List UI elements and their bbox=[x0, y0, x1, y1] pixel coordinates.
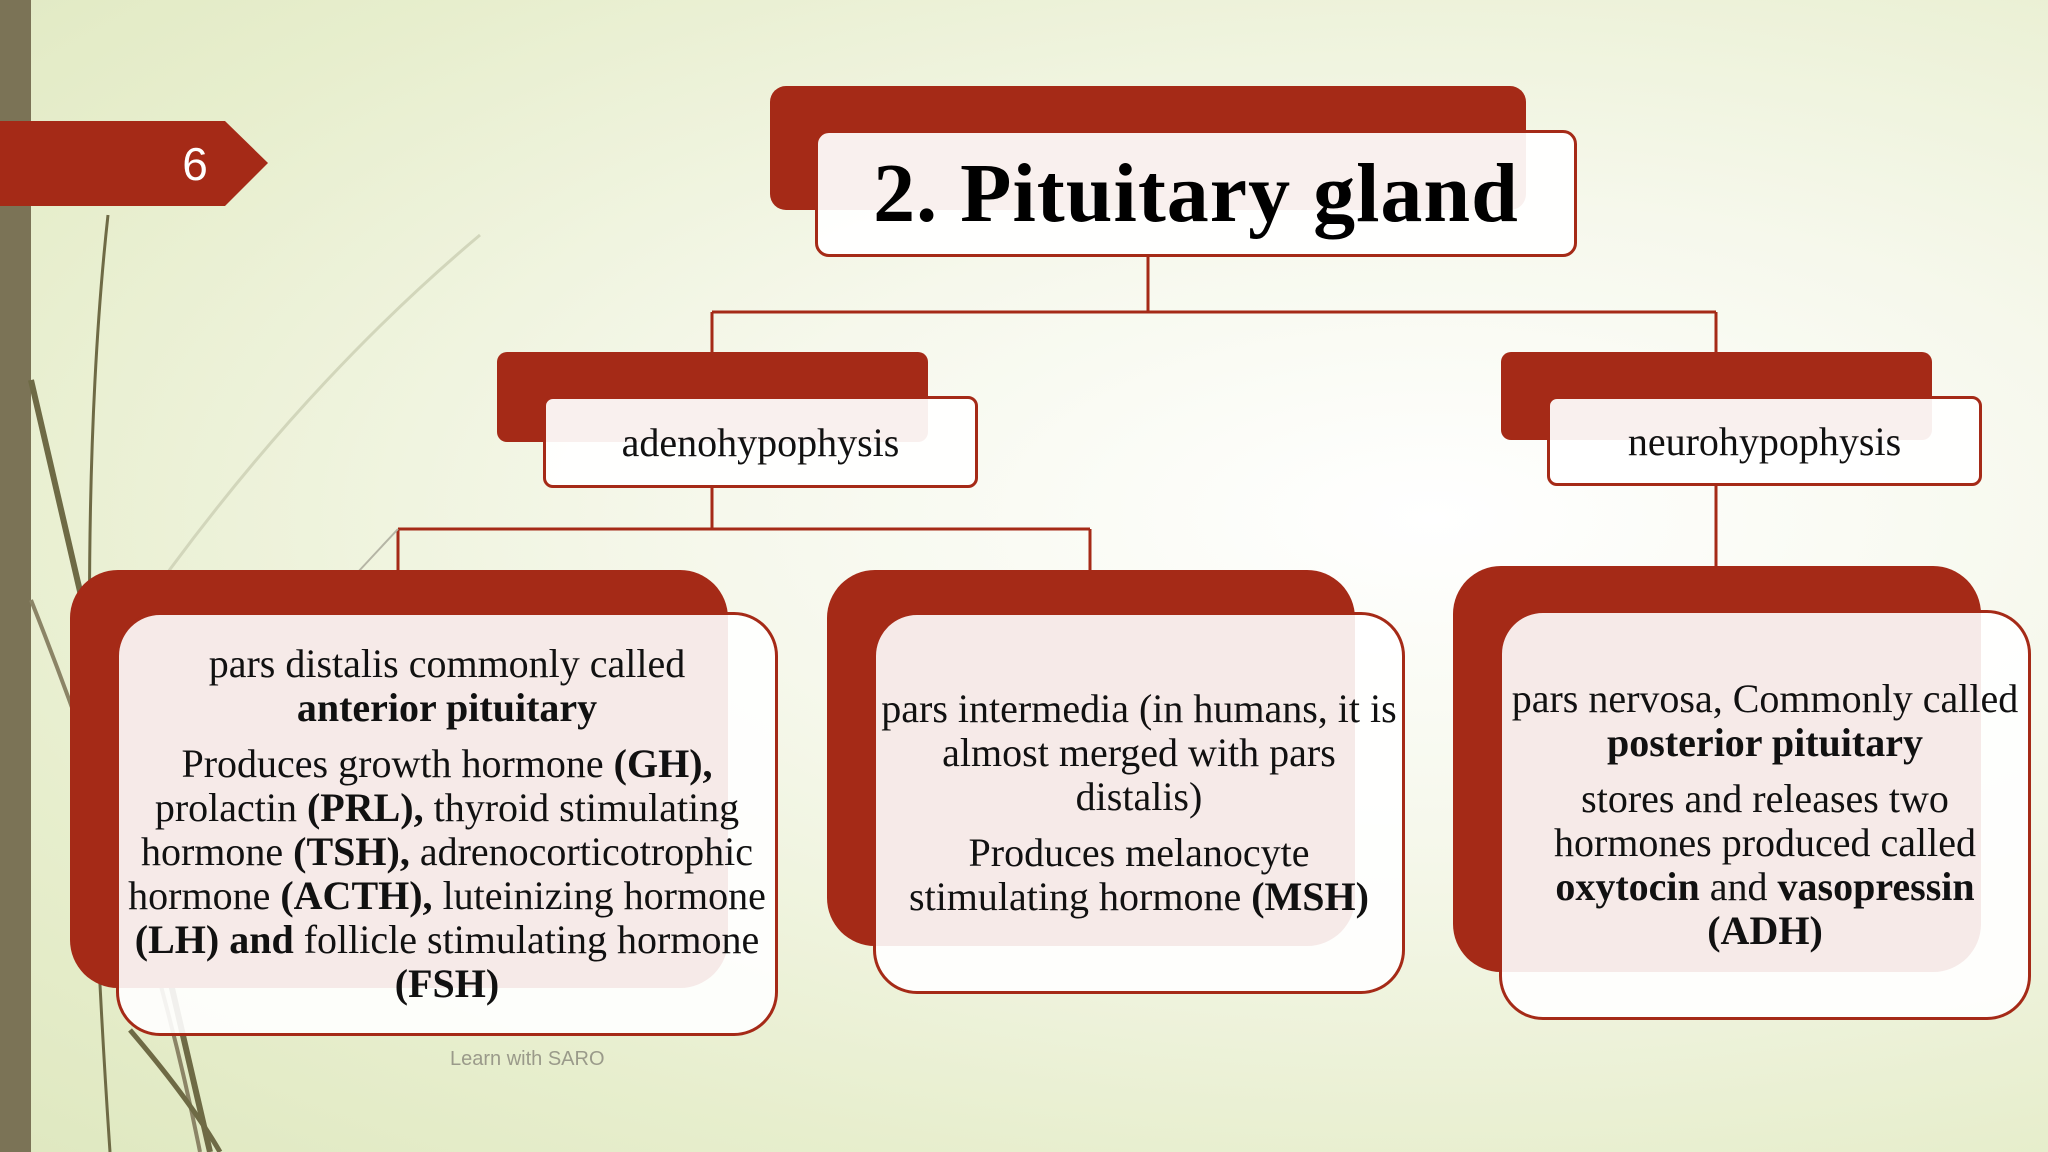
adenohypophysis-node: adenohypophysis bbox=[543, 396, 978, 488]
title-node: 2. Pituitary gland bbox=[815, 130, 1577, 257]
pars-nervosa-intro: pars nervosa, Commonly called posterior … bbox=[1511, 676, 2019, 765]
neurohypophysis-node: neurohypophysis bbox=[1547, 396, 1982, 486]
footer-credit: Learn with SARO bbox=[450, 1048, 605, 1070]
pars-intermedia-box: pars intermedia (in humans, it is almost… bbox=[873, 612, 1405, 994]
pars-nervosa-function: stores and releases two hormones produce… bbox=[1553, 776, 1977, 953]
pars-distalis-box: pars distalis commonly called anterior p… bbox=[116, 612, 778, 1036]
neurohypophysis-label: neurohypophysis bbox=[1627, 418, 1902, 464]
adenohypophysis-label: adenohypophysis bbox=[621, 419, 900, 465]
pars-distalis-intro: pars distalis commonly called anterior p… bbox=[208, 641, 686, 730]
slide-number-tab bbox=[0, 121, 268, 206]
slide-title: 2. Pituitary gland bbox=[873, 147, 1519, 240]
pars-intermedia-hormone: Produces melanocyte stimulating hormone … bbox=[909, 830, 1369, 919]
pars-distalis-hormones: Produces growth hormone (GH), prolactin … bbox=[128, 741, 766, 1006]
pars-intermedia-description: pars intermedia (in humans, it is almost… bbox=[881, 686, 1397, 819]
pars-nervosa-box: pars nervosa, Commonly called posterior … bbox=[1499, 610, 2031, 1020]
slide-number: 6 bbox=[182, 138, 208, 190]
